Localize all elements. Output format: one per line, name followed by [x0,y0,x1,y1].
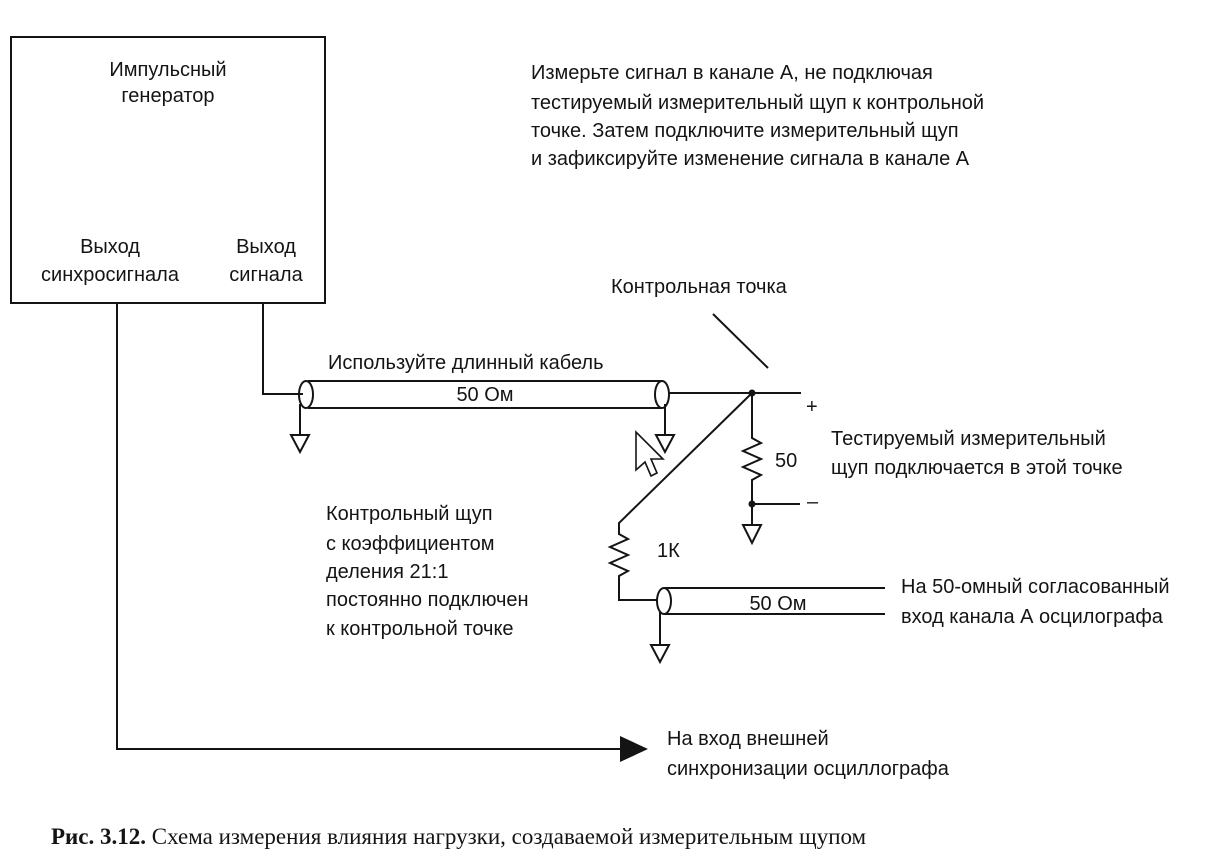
resistor-50: 50 + – [740,393,819,546]
cable2-left-end [656,587,672,615]
signal-output-label-line1: Выход [236,236,296,258]
long-coax-cable: 50 Ом Используйте длинный кабель [289,352,676,455]
probe-connect-line2: щуп подключается в этой точке [831,457,1123,479]
test-point-pointer-line [712,313,769,369]
resistor-1k-label: 1К [657,540,680,562]
ext-sync-line1: На вход внешней [667,728,829,750]
cable1-left-ground-icon [289,434,311,455]
cable1-left-end [298,380,314,409]
cable1-right-end [654,380,670,409]
cable1-impedance-label: 50 Ом [456,384,513,406]
instruction-text: Измерьте сигнал в канале А, не подключая… [531,62,984,170]
resistor-50-ground-icon [741,524,763,546]
figure-caption-text: Схема измерения влияния нагрузки, создав… [146,824,867,849]
sync-output-label-line2: синхросигнала [41,264,180,286]
instruction-line3: точке. Затем подключите измерительный щу… [531,120,959,142]
probe-connect-line1: Тестируемый измерительный [831,428,1106,450]
generator-box [10,36,326,304]
control-probe-wire [607,392,753,601]
figure-number: Рис. 3.12. [51,824,146,849]
ext-sync-line2: синхронизации осциллографа [667,758,950,780]
instruction-line4: и зафиксируйте изменение сигнала в канал… [531,148,970,170]
mouse-cursor-icon [635,430,665,478]
figure-caption: Рис. 3.12. Схема измерения влияния нагру… [51,824,867,849]
plus-sign: + [806,396,818,418]
minus-sign: – [807,491,819,513]
instruction-line2: тестируемый измерительный щуп к контроль… [531,92,984,114]
sync-arrow-icon [620,736,648,762]
control-probe: 1К [607,392,753,601]
scope-input-line1: На 50-омный согласованный [901,576,1170,598]
control-probe-line5: к контрольной точке [326,618,514,640]
pulse-generator: Импульсный генератор Выход синхросигнала… [10,36,326,304]
control-probe-line2: с коэффициентом [326,533,495,555]
generator-title-line1: Импульсный [109,59,226,81]
cable2-impedance-label: 50 Ом [749,593,806,615]
cable2-ground-icon [649,644,671,665]
cable1-right-ground-icon [654,434,676,455]
sync-output-label-line1: Выход [80,236,140,258]
control-probe-line4: постоянно подключен [326,589,529,611]
sync-output-path: На вход внешней синхронизации осциллогра… [116,303,950,780]
test-point-label: Контрольная точка [611,276,788,298]
resistor-50-label: 50 [775,450,797,472]
scope-coax-cable: 50 Ом На 50-омный согласованный вход кан… [649,576,1170,665]
scope-input-line2: вход канала А осцилографа [901,606,1164,628]
signal-output-label-line2: сигнала [229,264,303,286]
long-cable-label: Используйте длинный кабель [328,352,604,374]
instruction-line1: Измерьте сигнал в канале А, не подключая [531,62,933,84]
control-probe-line1: Контрольный щуп [326,503,493,525]
sync-output-wire [116,303,622,750]
signal-output-wire [262,303,303,395]
control-probe-text: Контрольный щуп с коэффициентом деления … [326,503,529,640]
resistor-50-zigzag [740,393,800,505]
control-probe-line3: деления 21:1 [326,561,448,583]
generator-title-line2: генератор [121,85,214,107]
